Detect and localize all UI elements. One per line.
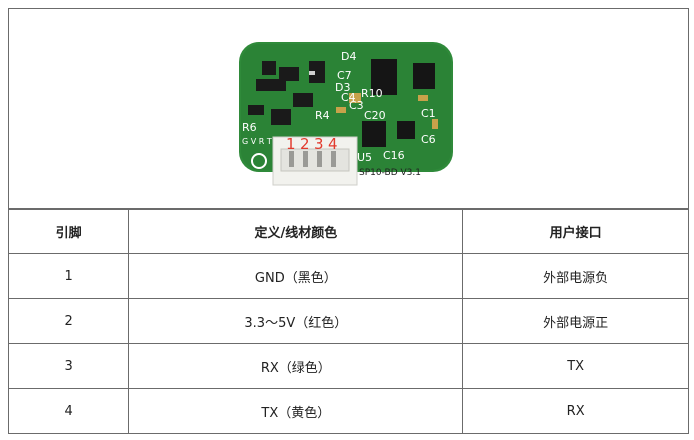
- pin-numbers: 1 2 3 4: [286, 135, 338, 153]
- header-definition: 定义/线材颜色: [128, 208, 464, 254]
- pinout-table: 引脚 定义/线材颜色 用户接口 1 GND（黑色） 外部电源负 2 3.3～5V…: [7, 208, 689, 434]
- silk-label: C16: [383, 149, 405, 162]
- header-pin: 引脚: [7, 208, 130, 254]
- silk-label: C7: [337, 69, 352, 82]
- cell-definition: RX（绿色）: [128, 343, 464, 389]
- cell-pin: 1: [7, 253, 130, 299]
- cell-pin: 2: [7, 298, 130, 344]
- smd-component: [418, 95, 428, 101]
- ic-chip: [371, 59, 397, 95]
- smd-component: [349, 93, 361, 103]
- silk-label: C20: [364, 109, 386, 122]
- ic-chip: [413, 63, 435, 89]
- ic-chip: [362, 121, 386, 147]
- table-row: 1 GND（黑色） 外部电源负: [7, 253, 689, 299]
- cell-user-interface: 外部电源负: [462, 253, 689, 299]
- cell-user-interface: TX: [462, 343, 689, 389]
- table-row: 2 3.3～5V（红色） 外部电源正: [7, 298, 689, 344]
- silk-label: R4: [315, 109, 330, 122]
- mounting-mark: [251, 153, 267, 169]
- ic-chip: [397, 121, 415, 139]
- pin-number: 3: [314, 135, 324, 153]
- header-user-interface: 用户接口: [462, 208, 689, 254]
- gps-module-photo: D4 C7 D3 C4 R10 C3 R4 R6 C20 C1 C6 U5 C1…: [239, 42, 453, 186]
- table-header-row: 引脚 定义/线材颜色 用户接口: [7, 208, 689, 254]
- cell-user-interface: RX: [462, 388, 689, 434]
- cell-pin: 3: [7, 343, 130, 389]
- ic-chip: [309, 61, 325, 83]
- ic-chip: [248, 105, 264, 115]
- ic-chip: [279, 67, 299, 81]
- silk-label: C4: [341, 91, 356, 104]
- silk-label: D4: [341, 50, 356, 63]
- pin-number: 4: [328, 135, 338, 153]
- silk-label-pins: G V R T: [242, 137, 272, 146]
- silk-label: D3: [335, 81, 350, 94]
- pin-number: 2: [300, 135, 310, 153]
- silk-label: C3: [349, 99, 364, 112]
- cell-definition: 3.3～5V（红色）: [128, 298, 464, 344]
- smd-component: [432, 119, 438, 129]
- pin-number: 1: [286, 135, 296, 153]
- pinout-table-frame: D4 C7 D3 C4 R10 C3 R4 R6 C20 C1 C6 U5 C1…: [7, 8, 689, 434]
- table-row: 3 RX（绿色） TX: [7, 343, 689, 389]
- cell-definition: TX（黄色）: [128, 388, 464, 434]
- silk-label: C6: [421, 133, 436, 146]
- silk-label: U5: [357, 151, 372, 164]
- silk-label: R6: [242, 121, 257, 134]
- ic-chip: [293, 93, 313, 107]
- silkscreen-labels: D4 C7 D3 C4 R10 C3 R4 R6 C20 C1 C6 U5 C1…: [242, 50, 436, 178]
- cell-pin: 4: [7, 388, 130, 434]
- ic-chip: [271, 109, 291, 125]
- module-photo-cell: D4 C7 D3 C4 R10 C3 R4 R6 C20 C1 C6 U5 C1…: [8, 8, 689, 210]
- ic-chip: [262, 61, 276, 75]
- cell-definition: GND（黑色）: [128, 253, 464, 299]
- ic-chip: [256, 79, 286, 91]
- cell-user-interface: 外部电源正: [462, 298, 689, 344]
- table-row: 4 TX（黄色） RX: [7, 388, 689, 434]
- silk-label-model: SP10-BD V3.1: [359, 168, 421, 178]
- smd-component: [336, 107, 346, 113]
- silk-label: R10: [361, 87, 383, 100]
- silk-label: C1: [421, 107, 436, 120]
